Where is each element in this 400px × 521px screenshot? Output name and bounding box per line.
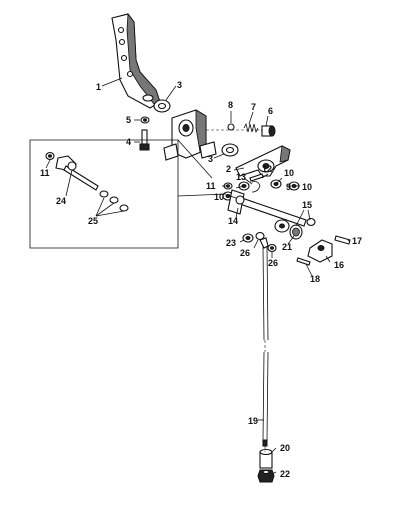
lever-part-2 [235, 145, 291, 177]
callout-13: 13 [236, 172, 246, 182]
washer-part-3-top [153, 99, 171, 113]
washer-part-5 [140, 116, 150, 124]
inset-panel [29, 139, 227, 249]
callout-26-b: 26 [268, 258, 278, 268]
callout-2: 2 [226, 164, 231, 174]
bracket-arm-part [111, 12, 161, 109]
cross-shaft-part-14 [227, 189, 307, 227]
callout-11: 11 [206, 181, 216, 191]
callout-21: 21 [282, 242, 292, 252]
washer-part-10-b [238, 181, 250, 191]
callout-23: 23 [226, 238, 236, 248]
callout-6: 6 [268, 106, 273, 116]
ball-part-8 [227, 123, 235, 131]
callout-1: 1 [96, 82, 101, 92]
plug-part-6 [261, 125, 276, 137]
callout-4: 4 [126, 137, 131, 147]
washer-part-3-lower [221, 143, 239, 157]
callout-15: 15 [302, 200, 312, 210]
rod-part-19 [259, 237, 269, 447]
leader-lines [45, 77, 351, 475]
callout-3-lower: 3 [208, 154, 213, 164]
clip-part-13 [251, 181, 261, 193]
callout-14: 14 [228, 216, 238, 226]
pin-part-12 [249, 173, 264, 182]
callout-24: 24 [56, 196, 66, 206]
callout-17: 17 [352, 236, 362, 246]
lever-block-part-16 [307, 239, 333, 263]
callout-26-a: 26 [240, 248, 250, 258]
callout-22: 22 [280, 469, 290, 479]
callout-18: 18 [310, 274, 320, 284]
washer-part-23 [242, 233, 254, 243]
callout-25: 25 [88, 216, 98, 226]
callout-16: 16 [334, 260, 344, 270]
washer-part-11 [223, 182, 233, 190]
washer-part-26-b [267, 243, 277, 253]
inset-washer-part-11 [45, 151, 55, 161]
callout-9: 9 [286, 182, 291, 192]
pin-part-18 [296, 257, 311, 266]
callout-5: 5 [126, 115, 131, 125]
callout-8: 8 [228, 100, 233, 110]
spring-part-21 [289, 224, 303, 240]
callout-10-c: 10 [214, 192, 224, 202]
inset-shaft-part-24 [55, 155, 99, 191]
spring-part-7 [243, 122, 259, 134]
inset-washers-part-25 [99, 190, 129, 212]
sleeve-part-20 [259, 446, 273, 469]
callout-20: 20 [280, 443, 290, 453]
callout-10-a: 10 [284, 168, 294, 178]
washer-part-26-a [255, 231, 265, 241]
callout-12: 12 [262, 164, 272, 174]
pin-part-17 [334, 235, 351, 245]
callout-7: 7 [251, 102, 256, 112]
bolt-part-4 [139, 129, 150, 151]
washer-part-15-b [306, 217, 316, 227]
nut-part-22 [257, 469, 275, 483]
callout-11-inset: 11 [40, 168, 50, 178]
washer-part-15 [274, 219, 290, 233]
callout-10-b: 10 [302, 182, 312, 192]
housing-block-part [163, 109, 217, 161]
callout-3-top: 3 [177, 80, 182, 90]
callout-19: 19 [248, 416, 258, 426]
